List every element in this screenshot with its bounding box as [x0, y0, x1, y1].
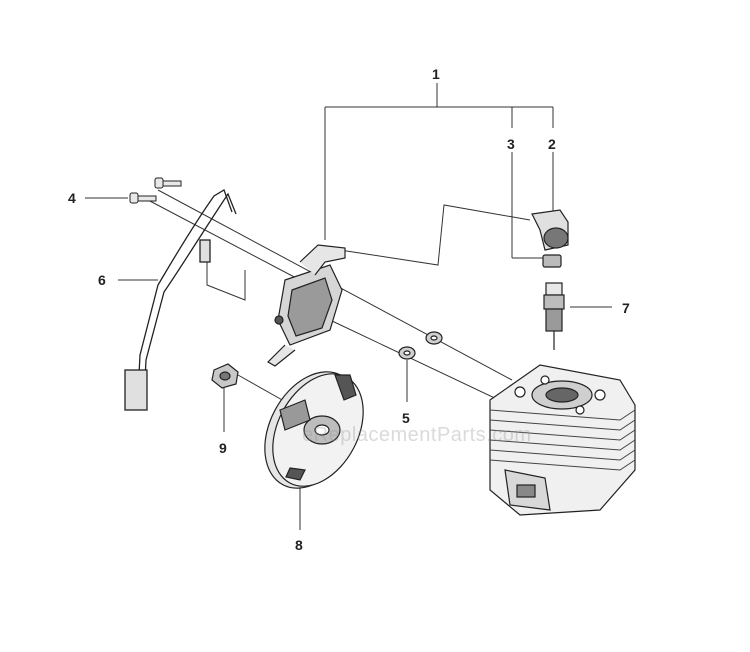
callout-9: 9 — [219, 440, 227, 456]
callout-8: 8 — [295, 537, 303, 553]
callout-7: 7 — [622, 300, 630, 316]
leader-1 — [324, 83, 554, 240]
callout-6: 6 — [98, 272, 106, 288]
callout-4: 4 — [68, 190, 76, 206]
callout-1: 1 — [432, 66, 440, 82]
screws-part — [129, 177, 182, 204]
washer-part — [398, 331, 443, 360]
ignition-module-part — [267, 244, 346, 367]
spark-plug-part — [543, 282, 565, 350]
watermark: eReplacementParts.com — [302, 424, 532, 446]
ground-cable-part — [124, 189, 237, 411]
nut-part — [211, 363, 239, 389]
ignition-lead-path — [339, 204, 531, 266]
spring-part — [542, 254, 562, 268]
callout-2: 2 — [548, 136, 556, 152]
leader-3 — [511, 152, 545, 259]
callout-5: 5 — [402, 410, 410, 426]
callout-3: 3 — [507, 136, 515, 152]
spark-plug-cap-part — [531, 209, 569, 251]
cylinder-part — [489, 364, 636, 516]
flywheel-part — [264, 371, 364, 489]
